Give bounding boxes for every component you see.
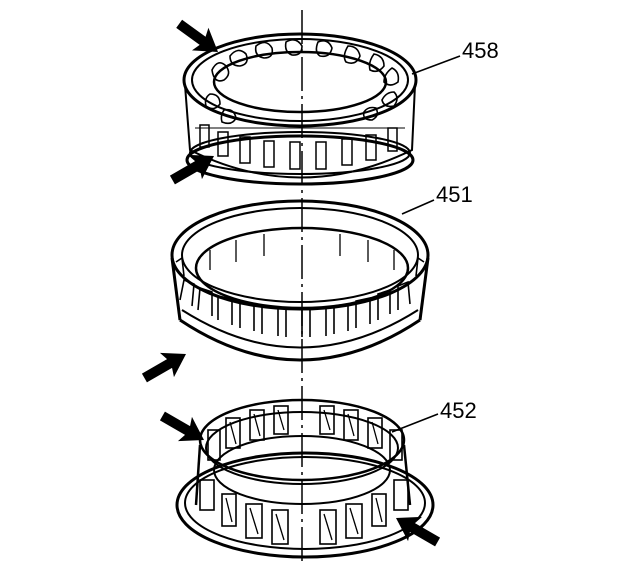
leader-line-452 — [391, 413, 439, 433]
callout-452: 452 — [440, 398, 477, 423]
part-458-ring — [182, 32, 418, 186]
arrow-icon — [137, 341, 193, 391]
callout-451: 451 — [436, 182, 473, 207]
part-451-cage — [170, 199, 430, 362]
leader-lines — [391, 55, 461, 433]
arrow-icon — [170, 12, 227, 64]
callout-458: 458 — [462, 38, 499, 63]
arrow-icon — [155, 403, 211, 453]
arrow-icon — [389, 505, 445, 555]
leader-line-458 — [411, 55, 461, 75]
part-452-retainer — [175, 398, 435, 559]
leader-line-451 — [401, 199, 435, 215]
